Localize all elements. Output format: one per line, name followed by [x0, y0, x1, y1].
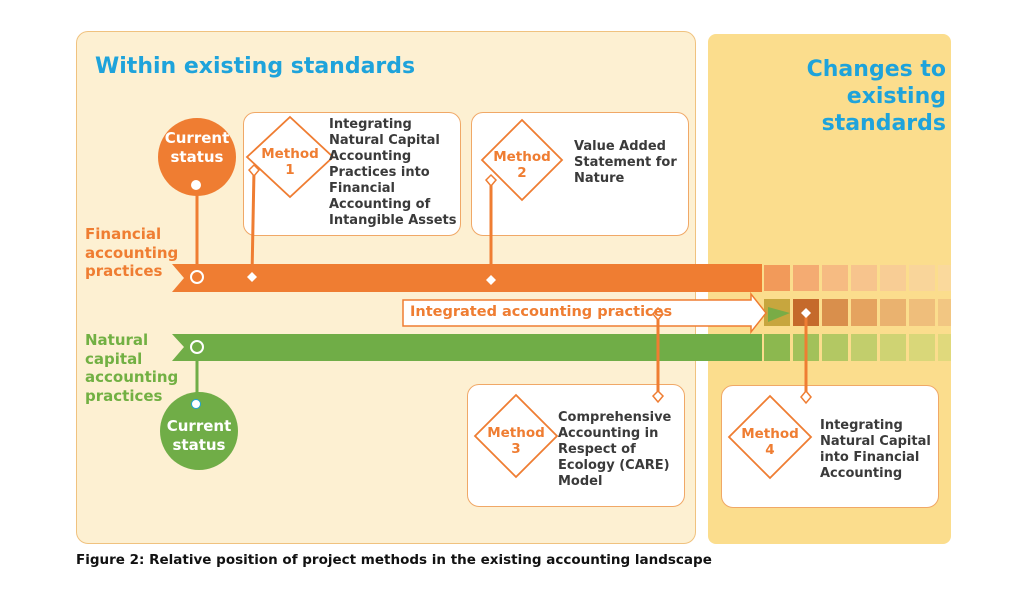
within-standards-title: Within existing standards — [95, 54, 416, 79]
method-4-tag: Method 4 — [731, 426, 809, 458]
method-1-number: 1 — [285, 162, 295, 178]
method-4-diamond — [727, 394, 813, 480]
status-financial-dot — [191, 180, 201, 190]
method-4-description: Integrating Natural Capital into Financi… — [820, 418, 931, 481]
integrated-practices-label: Integrated accounting practices — [410, 304, 673, 320]
natural-band — [172, 334, 762, 361]
connector-method-1 — [250, 169, 256, 277]
financial-practices-label: Financial accounting practices — [85, 225, 179, 280]
method-2-tag: Method 2 — [483, 149, 561, 181]
current-status-natural-label: Current status — [166, 417, 232, 454]
method-4-card — [721, 385, 939, 508]
method-3-description: Comprehensive Accounting in Respect of E… — [558, 410, 672, 489]
current-status-financial-label: Current status — [164, 129, 230, 166]
current-status-natural: Current status — [160, 392, 238, 470]
natural-band-fade — [764, 334, 951, 361]
status-natural-dot — [191, 399, 201, 409]
natural-practices-label: Natural capital accounting practices — [85, 331, 179, 405]
changes-standards-title: Changes to existing standards — [806, 57, 946, 136]
integrated-band-fade — [764, 299, 951, 326]
method-1-diamond — [245, 115, 335, 199]
integrated-arrow — [402, 291, 767, 335]
method-3-tag-label: Method — [487, 425, 545, 441]
method-1-tag-label: Method — [261, 146, 319, 162]
method-3-diamond — [473, 393, 559, 479]
method-4-number: 4 — [765, 442, 775, 458]
method-3-number: 3 — [511, 441, 521, 457]
method-4-tag-label: Method — [741, 426, 799, 442]
figure-caption: Figure 2: Relative position of project m… — [76, 552, 712, 568]
method-2-diamond — [480, 118, 564, 202]
method-1-tag: Method 1 — [251, 146, 329, 178]
method-1-description: Integrating Natural Capital Accounting P… — [329, 117, 457, 228]
method-3-tag: Method 3 — [477, 425, 555, 457]
method-2-number: 2 — [517, 165, 527, 181]
financial-band — [172, 264, 762, 292]
method-2-tag-label: Method — [493, 149, 551, 165]
method-2-description: Value Added Statement for Nature — [574, 139, 677, 186]
financial-band-fade — [764, 265, 951, 291]
